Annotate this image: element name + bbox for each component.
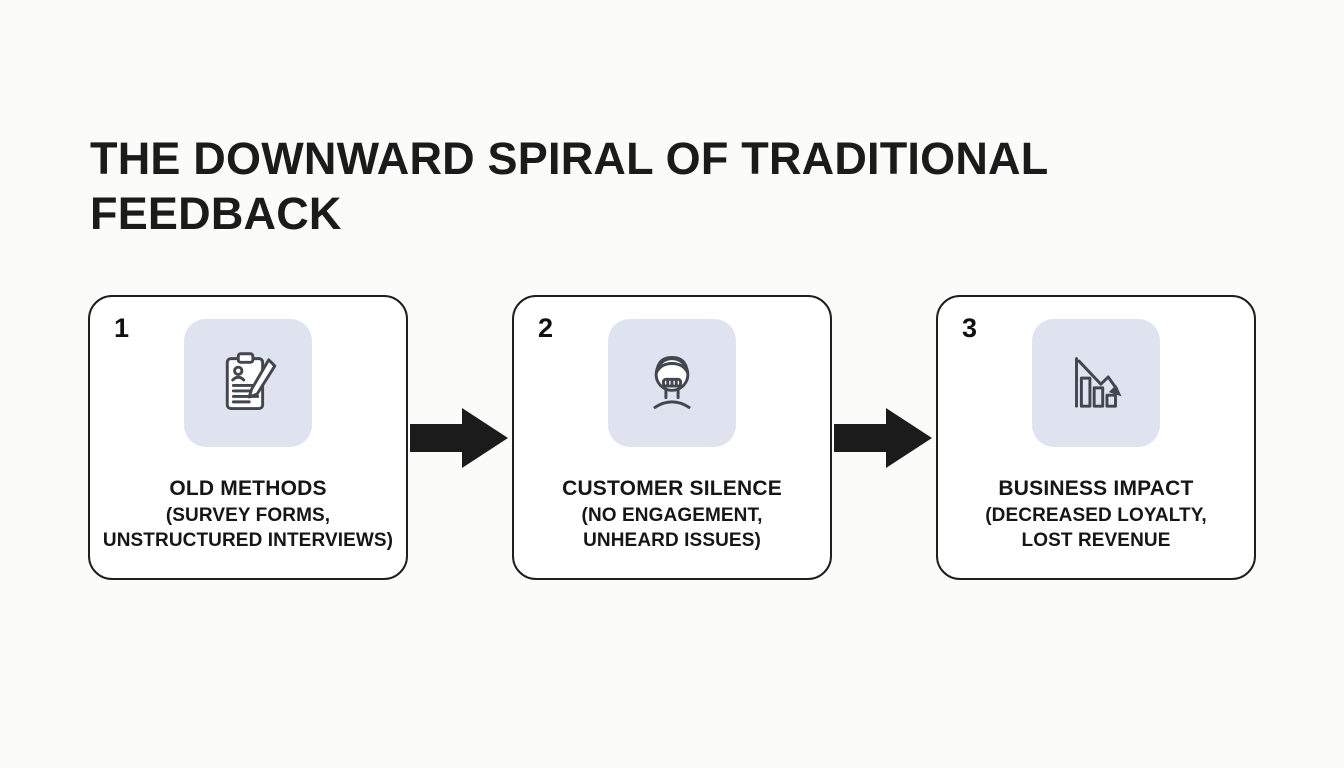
silenced-customer-icon: [633, 344, 711, 422]
step-card-business-impact: 3 BUSINESS IMPACT (DECREASED LOYALTY, LO…: [936, 295, 1256, 580]
icon-tile: [608, 319, 736, 447]
step-card-old-methods: 1 OLD METHODS (SURVEY FORMS, UNSTRUC: [88, 295, 408, 580]
flow-arrow-icon: [834, 402, 934, 474]
step-subtitle-1: (SURVEY FORMS,: [165, 504, 331, 526]
step-text: BUSINESS IMPACT (DECREASED LOYALTY, LOST…: [938, 475, 1254, 553]
declining-chart-icon: [1057, 344, 1135, 422]
step-number: 2: [538, 313, 554, 343]
step-title: CUSTOMER SILENCE: [562, 477, 782, 500]
flow-arrow-icon: [410, 402, 510, 474]
step-number: 3: [962, 313, 978, 343]
step-text: CUSTOMER SILENCE (NO ENGAGEMENT, UNHEARD…: [514, 475, 830, 553]
step-title: BUSINESS IMPACT: [998, 477, 1194, 500]
clipboard-survey-icon: [209, 344, 287, 422]
step-text: OLD METHODS (SURVEY FORMS, UNSTRUCTURED …: [90, 475, 406, 553]
icon-tile: [184, 319, 312, 447]
step-subtitle-2: LOST REVENUE: [1021, 529, 1171, 551]
step-subtitle-1: (NO ENGAGEMENT,: [581, 504, 763, 526]
step-title: OLD METHODS: [169, 477, 327, 500]
step-subtitle-2: UNSTRUCTURED INTERVIEWS): [102, 529, 394, 551]
process-flow: 1 OLD METHODS (SURVEY FORMS, UNSTRUC: [88, 295, 1256, 580]
page-title: THE DOWNWARD SPIRAL OF TRADITIONAL FEEDB…: [90, 133, 1048, 239]
step-card-customer-silence: 2 CUSTOMER SILENCE (NO ENGAGEMENT, U: [512, 295, 832, 580]
step-subtitle-1: (DECREASED LOYALTY,: [985, 504, 1207, 526]
icon-tile: [1032, 319, 1160, 447]
step-number: 1: [114, 313, 130, 343]
step-subtitle-2: UNHEARD ISSUES): [583, 529, 761, 551]
